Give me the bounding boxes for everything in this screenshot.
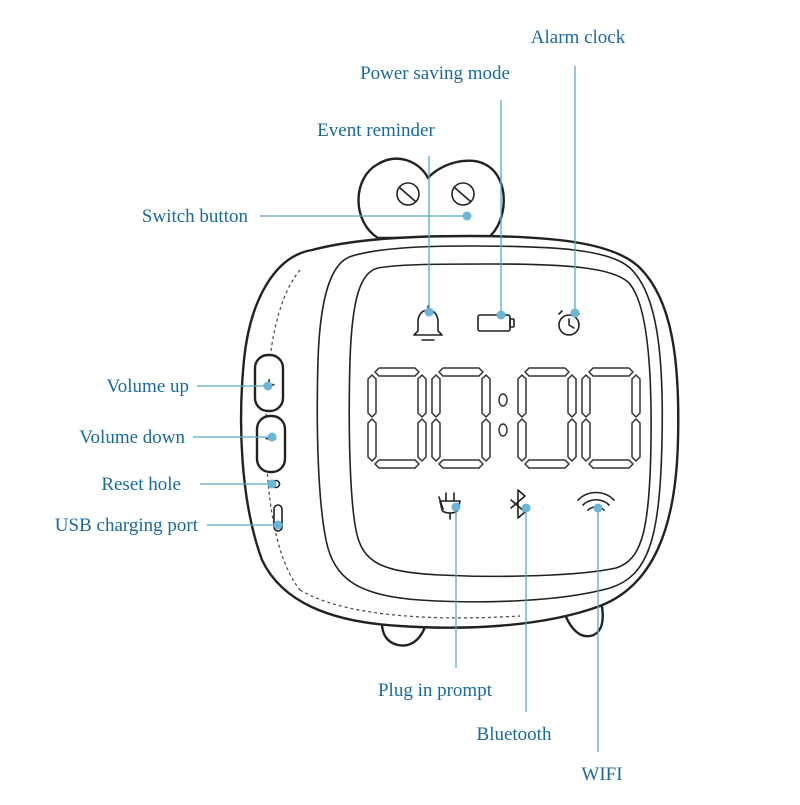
volume-down-button[interactable] <box>255 414 287 474</box>
segment-e <box>367 418 377 462</box>
segment-b <box>567 374 577 418</box>
segment-a <box>374 367 420 377</box>
segment-c <box>631 418 641 462</box>
segment-e <box>517 418 527 462</box>
label-bluetooth: Bluetooth <box>477 724 552 745</box>
battery-icon <box>477 314 515 332</box>
alarm-clock-icon <box>558 310 580 336</box>
colon <box>498 393 508 437</box>
label-power-saving-mode: Power saving mode <box>360 63 510 84</box>
label-alarm-clock: Alarm clock <box>531 27 626 48</box>
segment-b <box>481 374 491 418</box>
label-usb-charging-port: USB charging port <box>55 515 199 536</box>
segment-f <box>581 374 591 418</box>
label-volume-up: Volume up <box>106 376 189 397</box>
usb-charging-port[interactable] <box>273 504 283 532</box>
time-display <box>367 367 641 469</box>
label-reset-hole: Reset hole <box>101 474 181 495</box>
label-volume-down: Volume down <box>79 427 185 448</box>
label-switch-button: Switch button <box>142 206 249 227</box>
segment-e <box>431 418 441 462</box>
display-digit <box>517 367 577 469</box>
label-plug-in-prompt: Plug in prompt <box>378 680 493 701</box>
segment-d <box>374 459 420 469</box>
callout-labels: Alarm clock Power saving mode Event remi… <box>55 27 626 785</box>
display-digit <box>581 367 641 469</box>
segment-c <box>417 418 427 462</box>
callout-leaders <box>193 66 603 752</box>
segment-c <box>567 418 577 462</box>
segment-a <box>438 367 484 377</box>
segment-c <box>481 418 491 462</box>
segment-b <box>631 374 641 418</box>
segment-d <box>588 459 634 469</box>
segment-b <box>417 374 427 418</box>
switch-ears <box>357 157 505 240</box>
segment-f <box>517 374 527 418</box>
segment-d <box>524 459 570 469</box>
segment-f <box>431 374 441 418</box>
label-wifi: WIFI <box>581 764 622 785</box>
label-event-reminder: Event reminder <box>317 120 435 141</box>
segment-d <box>438 459 484 469</box>
segment-e <box>581 418 591 462</box>
segment-f <box>367 374 377 418</box>
segment-a <box>524 367 570 377</box>
clock-body <box>239 234 680 629</box>
segment-a <box>588 367 634 377</box>
display-digit <box>367 367 427 469</box>
display-digit <box>431 367 491 469</box>
